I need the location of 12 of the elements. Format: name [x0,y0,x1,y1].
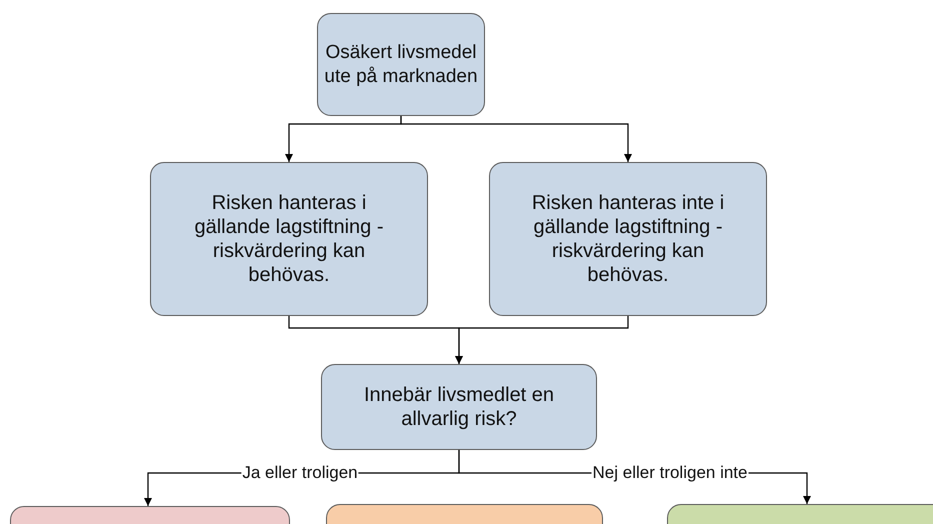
process-box [321,364,597,450]
node-text: Osäkert livsmedel ute på marknaden [323,40,479,88]
process-box [317,13,485,116]
process-box [150,162,428,316]
edge-label: Ja eller troligen [241,463,359,483]
node-text: Risken hanteras inte i gällande lagstiftning - riskvärdering kan behövas. [530,191,726,287]
node-text: Risken hanteras i gällande lagstiftning - riskvärdering kan behövas. [193,191,384,287]
process-box [489,162,767,316]
arrow [400,116,632,162]
node-text: Innebär livsmedlet en allvarlig risk? [362,383,556,431]
arrow [455,316,629,364]
edge-label: Nej eller troligen inte [592,463,748,483]
